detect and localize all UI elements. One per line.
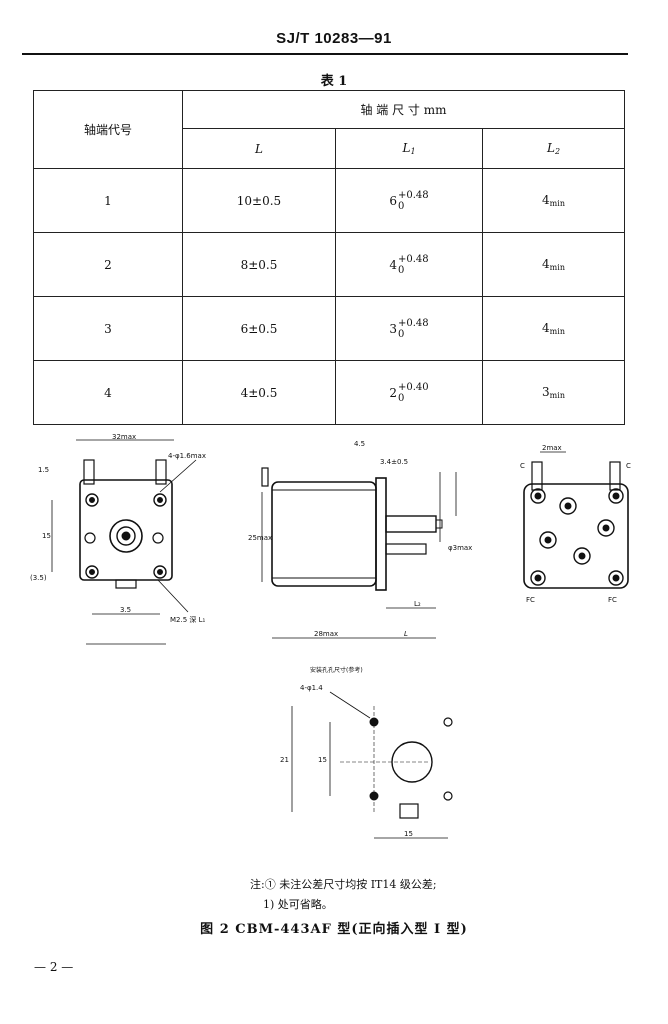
- rear-label-c-left: C: [520, 462, 525, 470]
- front-small-dim: (3.5): [30, 574, 47, 582]
- cell-code: 2: [33, 232, 183, 297]
- cell-code: 4: [33, 360, 183, 425]
- rear-top-dim: 2max: [542, 444, 562, 452]
- cell-L: 10±0.5: [182, 168, 336, 233]
- front-view-drawing: 32max 4-φ1.6max M2.5 深 L₁ 15 (3.5) 3.5 1…: [28, 432, 218, 654]
- header-rule: [22, 53, 628, 55]
- side-shaft-dim: 3.4±0.5: [380, 458, 408, 466]
- mount-title: 安装孔孔尺寸(参考): [310, 666, 363, 674]
- rear-label-c-right: C: [626, 462, 631, 470]
- cell-L: 8±0.5: [182, 232, 336, 297]
- standard-number: SJ/T 10283—91: [276, 30, 392, 47]
- page-number: — 2 —: [34, 960, 74, 974]
- mount-dim-bottom: 15: [404, 830, 413, 838]
- col-header-group: 轴 端 尺 寸 mm: [182, 90, 625, 129]
- mount-dim-inner: 15: [318, 756, 327, 764]
- note-line-2: 1) 处可省略。: [263, 898, 333, 911]
- cell-code: 3: [33, 296, 183, 361]
- cell-L2: 4min: [482, 296, 625, 361]
- side-depth-label: 28max: [314, 630, 338, 638]
- table-title: 表 1: [320, 74, 348, 89]
- front-side-dim: 15: [42, 532, 51, 540]
- front-label-1: 1.5: [38, 466, 49, 474]
- col-header-L2: L2: [482, 128, 625, 169]
- side-L2-label: L₂: [414, 600, 421, 608]
- cell-L: 4±0.5: [182, 360, 336, 425]
- mount-hole-label: 4-φ1.4: [300, 684, 323, 692]
- front-thread-label: M2.5 深 L₁: [170, 615, 206, 624]
- col-header-L: L: [182, 128, 336, 169]
- side-L-label: L: [404, 630, 408, 638]
- mount-dim-side: 21: [280, 756, 289, 764]
- side-shaft-dia: φ3max: [448, 544, 472, 552]
- figure-caption: 图 2 CBM-443AF 型(正向插入型 I 型): [200, 922, 468, 937]
- rear-label-fc-right: FC: [608, 596, 617, 604]
- col-header-L1: L1: [335, 128, 483, 169]
- mounting-hole-drawing: 安装孔孔尺寸(参考) 4-φ1.4 21 15 15: [270, 662, 470, 852]
- front-width-label: 32max: [112, 433, 136, 441]
- side-top-dim: 4.5: [354, 440, 365, 448]
- cell-L: 6±0.5: [182, 296, 336, 361]
- cell-L2: 3min: [482, 360, 625, 425]
- col-header-code: 轴端代号: [33, 90, 183, 169]
- cell-L2: 4min: [482, 168, 625, 233]
- side-view-drawing: 25max 28max L L₂ 4.5 3.4±0.5 φ3max: [230, 432, 500, 654]
- front-hole-label: 4-φ1.6max: [168, 452, 206, 460]
- rear-view-drawing: 2max C C FC FC: [510, 432, 640, 622]
- front-bottom-dim: 3.5: [120, 606, 131, 614]
- rear-label-fc-left: FC: [526, 596, 535, 604]
- note-line-1: 注:① 未注公差尺寸均按 IT14 级公差;: [250, 878, 437, 891]
- side-height-label: 25max: [248, 534, 272, 542]
- cell-code: 1: [33, 168, 183, 233]
- cell-L2: 4min: [482, 232, 625, 297]
